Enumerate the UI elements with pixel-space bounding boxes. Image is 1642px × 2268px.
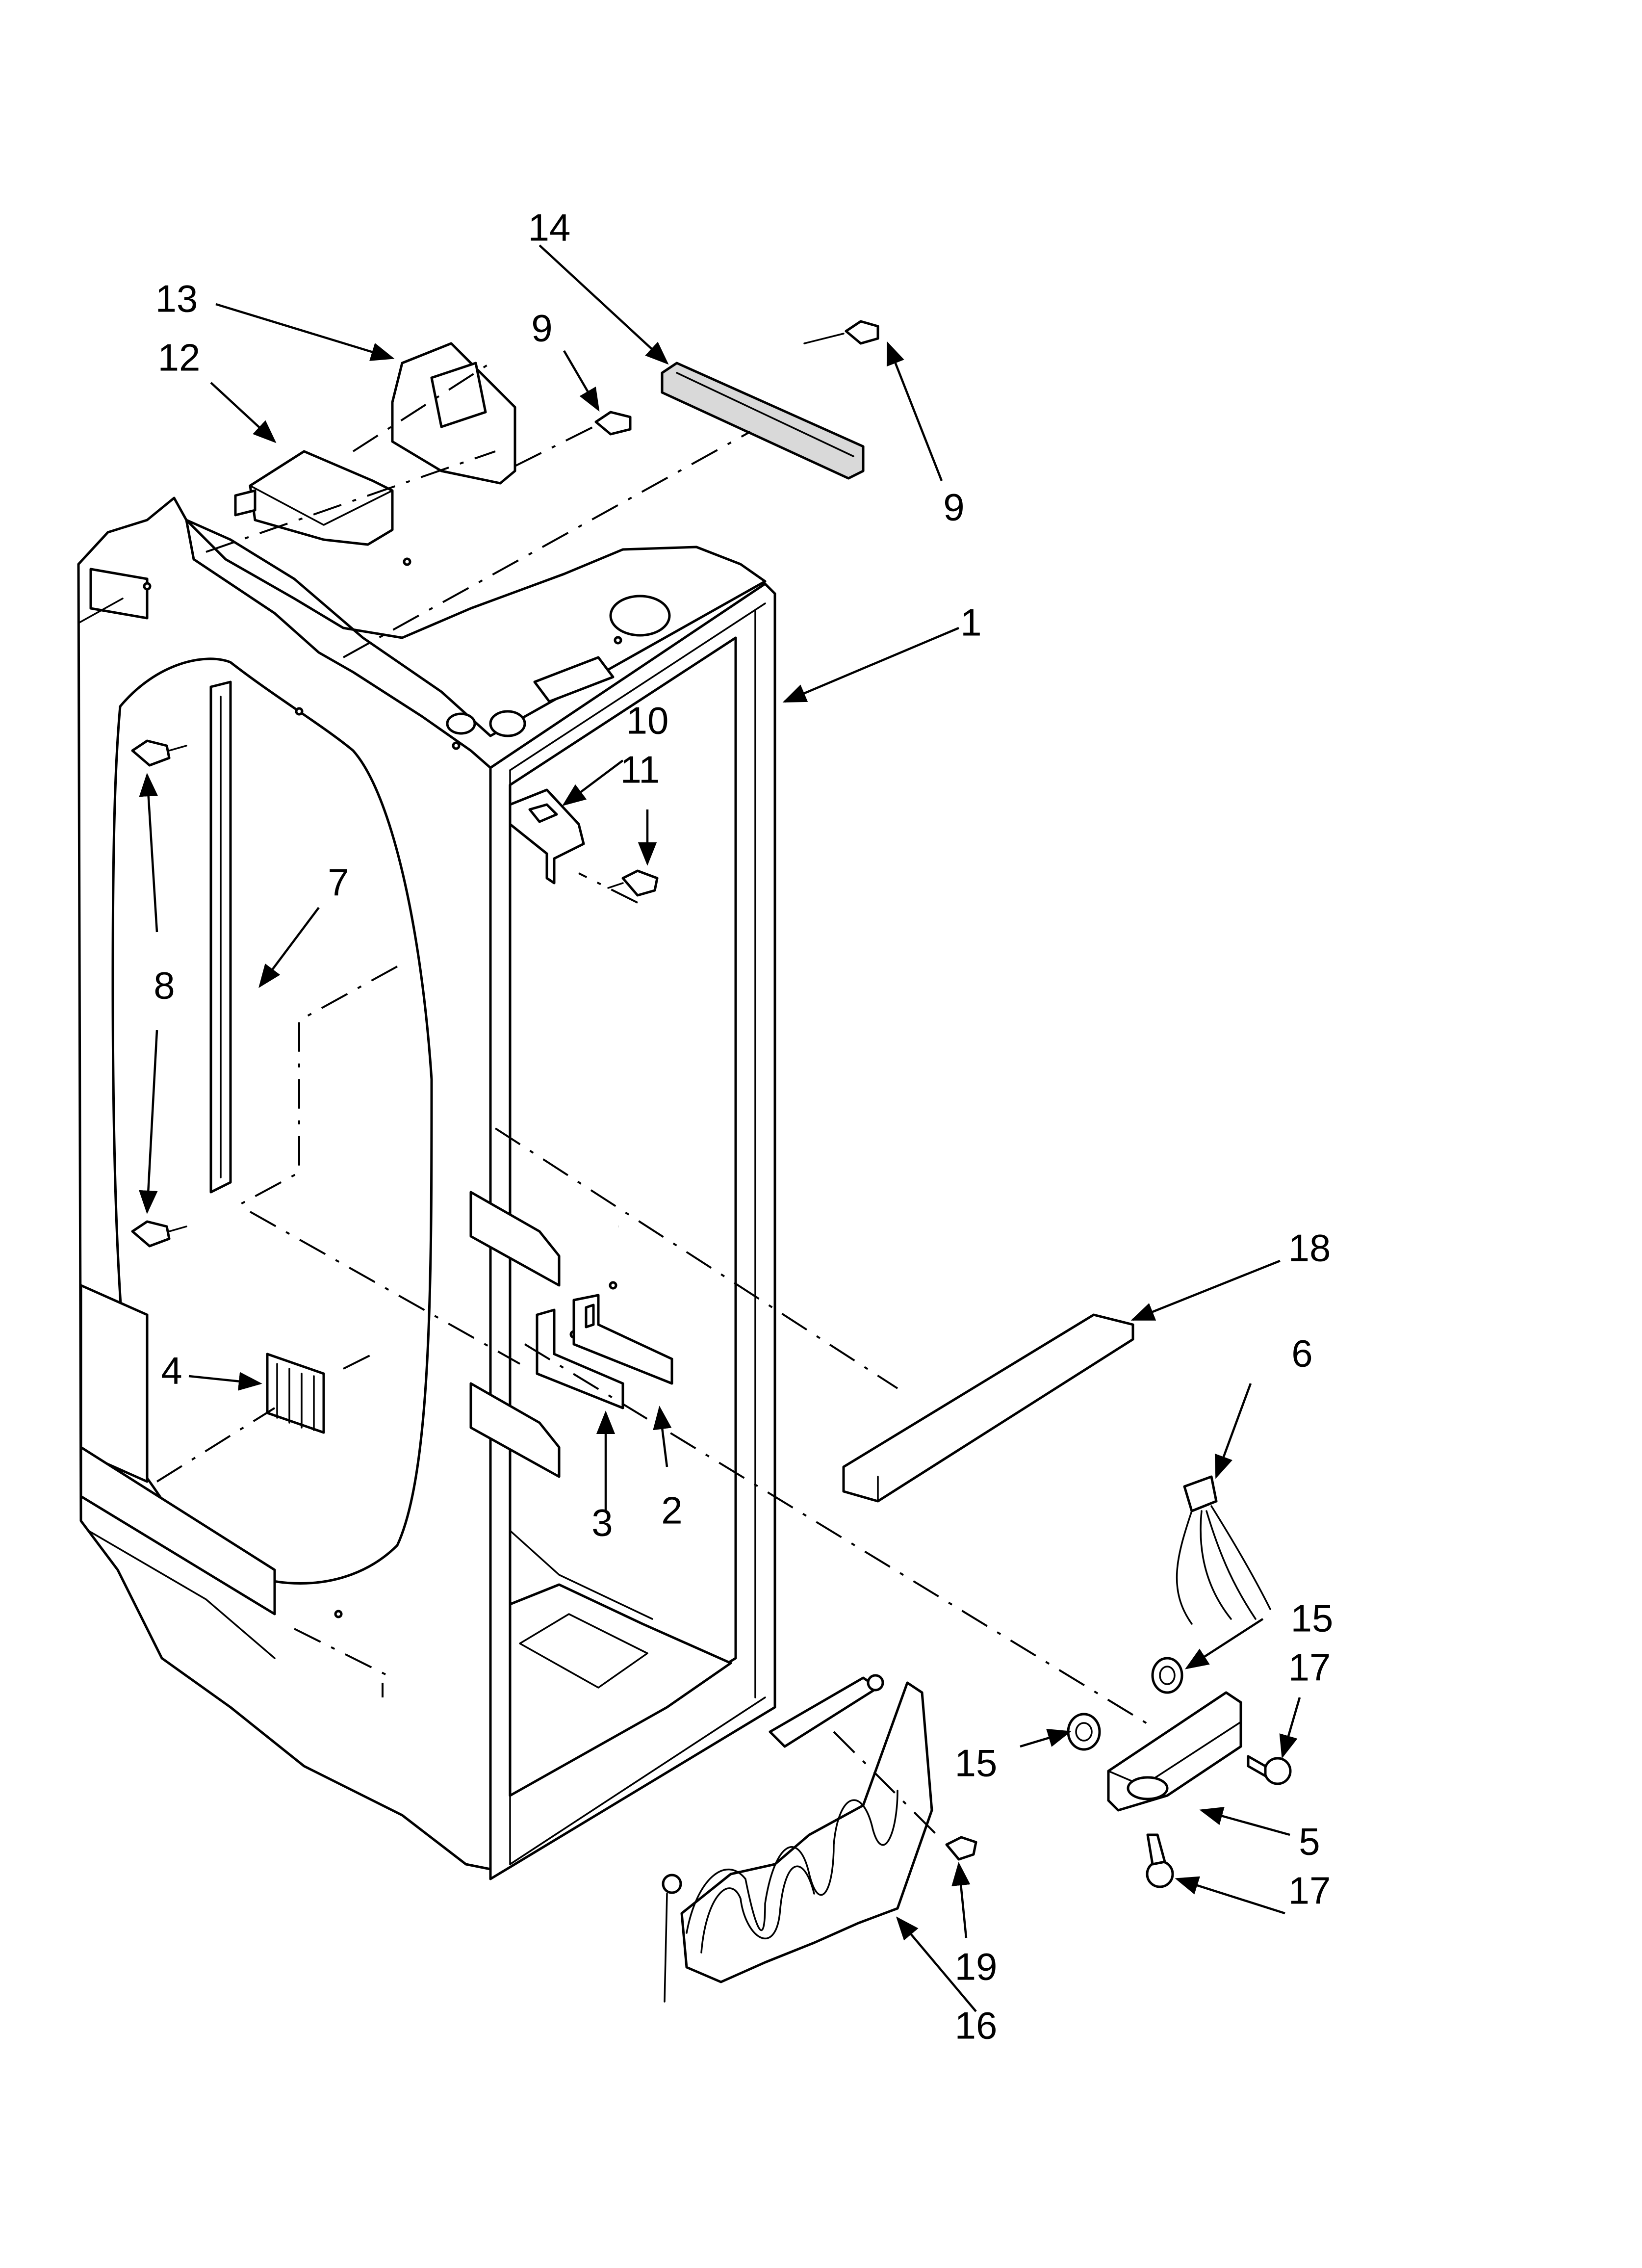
callout-8: 8 <box>154 964 175 1007</box>
cover-18 <box>842 1313 1134 1503</box>
callout-4: 4 <box>161 1349 182 1392</box>
screw-11 <box>607 869 659 897</box>
callout-16: 16 <box>955 2004 998 2047</box>
heater-coil-16 <box>662 1674 933 2003</box>
callout-3: 3 <box>591 1501 613 1544</box>
callout-12: 12 <box>158 336 201 379</box>
callout-1: 1 <box>960 601 981 644</box>
shelf-rail <box>209 680 232 1194</box>
callout-11: 11 <box>620 748 660 791</box>
assembly-guides <box>156 362 1154 1841</box>
callout-9-left: 9 <box>531 307 552 350</box>
callout-7: 7 <box>328 861 349 904</box>
callout-labels: 1 2 3 4 5 6 7 8 9 9 10 11 12 13 14 15 15… <box>154 206 1333 2047</box>
callout-19: 19 <box>955 1945 998 1988</box>
wire-harness-6 <box>1176 1475 1271 1625</box>
bracket-10 <box>509 788 585 885</box>
callout-2: 2 <box>661 1489 682 1532</box>
control-cover-13 <box>391 342 516 485</box>
callout-9-right: 9 <box>943 486 964 529</box>
leader-lines <box>139 244 1301 2012</box>
grommet-15-lower <box>1067 1713 1101 1751</box>
housing-5 <box>1107 1691 1242 1812</box>
cabinet-liner <box>77 496 776 1880</box>
screw-8-upper <box>131 739 187 767</box>
trim-strip-14 <box>661 362 865 480</box>
screw-9-right <box>803 320 879 345</box>
callout-18: 18 <box>1288 1226 1331 1270</box>
callout-17-lower: 17 <box>1288 1869 1331 1912</box>
callout-17-upper: 17 <box>1288 1646 1331 1689</box>
slide-2 <box>572 1294 673 1385</box>
slide-3 <box>536 1308 624 1409</box>
callout-13: 13 <box>155 277 198 320</box>
screw-8-lower <box>131 1220 187 1248</box>
callout-5: 5 <box>1299 1820 1320 1863</box>
screw-9-left <box>594 411 632 436</box>
callout-6: 6 <box>1291 1332 1312 1375</box>
push-pin-17-right <box>1247 1755 1292 1785</box>
screw-19 <box>945 1836 977 1861</box>
push-pin-17-lower <box>1146 1833 1174 1888</box>
vent-damper <box>266 1353 325 1434</box>
callout-15-upper: 15 <box>1291 1597 1334 1640</box>
callout-10: 10 <box>626 699 669 742</box>
callout-14: 14 <box>528 206 571 249</box>
callout-15-lower: 15 <box>955 1742 998 1785</box>
control-housing-12 <box>234 450 394 546</box>
grommet-15-upper <box>1151 1657 1183 1694</box>
